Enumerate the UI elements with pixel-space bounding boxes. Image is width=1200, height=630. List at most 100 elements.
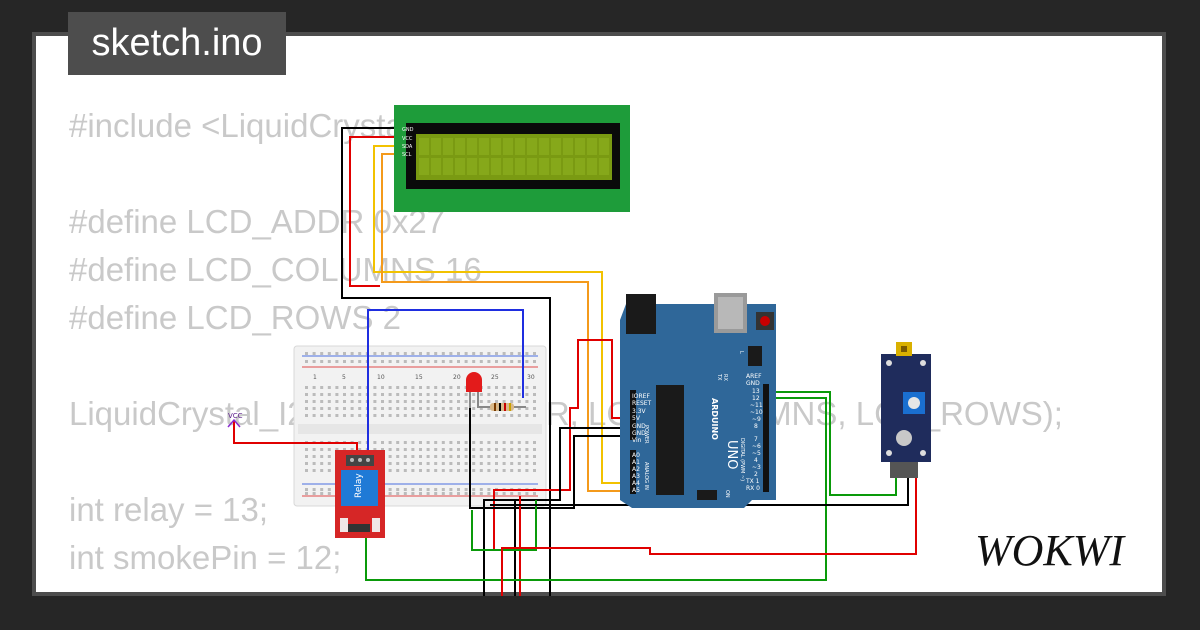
wire-black[interactable] — [483, 427, 630, 596]
breadboard-hole — [517, 400, 521, 403]
breadboard-hole — [343, 352, 346, 355]
breadboard-hole — [457, 455, 460, 458]
pin-a1: A1 — [632, 459, 640, 466]
vcc-symbol[interactable]: VCC — [227, 412, 243, 428]
breadboard-hole — [426, 492, 430, 495]
breadboard-hole — [487, 448, 491, 451]
breadboard-hole — [305, 360, 308, 363]
lcd-char-cell — [539, 138, 549, 155]
breadboard-hole — [312, 455, 316, 458]
arduino-uno[interactable]: IOREF RESET 3.3V 5V GND GND Vin A0 A1 A2… — [620, 293, 776, 508]
breadboard-hole — [441, 492, 445, 495]
wire-blue[interactable] — [367, 309, 524, 462]
breadboard-hole — [464, 455, 468, 458]
breadboard-hole — [388, 441, 392, 444]
breadboard-hole — [327, 400, 331, 403]
lcd-char-cell — [551, 138, 561, 155]
breadboard-hole — [487, 360, 491, 363]
breadboard-hole — [502, 448, 506, 451]
breadboard-hole — [312, 462, 316, 465]
breadboard-hole — [419, 455, 422, 458]
wire-black[interactable] — [469, 395, 630, 509]
wire-red[interactable] — [493, 339, 630, 550]
breadboard-hole — [525, 414, 529, 417]
breadboard[interactable]: 1 5 10 15 20 25 30 — [293, 345, 547, 507]
pin-gnd: GND — [632, 423, 646, 430]
breadboard-hole — [441, 386, 445, 389]
lcd-char-cell — [419, 138, 429, 155]
lcd-pin-gnd: GND — [402, 127, 414, 133]
breadboard-hole — [426, 393, 430, 396]
wire-green[interactable] — [365, 397, 827, 581]
breadboard-hole — [479, 352, 483, 355]
wire-green[interactable] — [471, 500, 537, 551]
breadboard-hole — [403, 414, 407, 417]
wire-green[interactable] — [774, 391, 897, 496]
breadboard-hole — [525, 448, 529, 451]
breadboard-hole — [388, 393, 392, 396]
breadboard-hole — [419, 469, 422, 472]
breadboard-hole — [464, 393, 468, 396]
breadboard-hole — [495, 441, 498, 444]
pin-tx: TX 1 — [745, 478, 760, 485]
red-led[interactable] — [466, 372, 482, 408]
breadboard-hole — [426, 469, 430, 472]
breadboard-hole — [525, 393, 529, 396]
wire-black[interactable] — [341, 127, 551, 596]
lcd-char-cell — [563, 138, 573, 155]
circuit-diagram: 1 5 10 15 20 25 30 — [227, 105, 931, 596]
breadboard-hole — [327, 462, 331, 465]
breadboard-hole — [434, 462, 438, 465]
digital-label: DIGITAL (PWM ~) — [739, 438, 745, 481]
breadboard-hole — [533, 469, 536, 472]
pin-ioref: IOREF — [632, 393, 650, 400]
breadboard-hole — [434, 441, 438, 444]
breadboard-hole — [411, 386, 415, 389]
breadboard-hole — [495, 386, 498, 389]
lcd-char-cell — [431, 158, 441, 175]
breadboard-hole — [479, 414, 483, 417]
breadboard-hole — [495, 492, 498, 495]
resistor[interactable] — [478, 403, 526, 411]
breadboard-hole — [472, 462, 476, 465]
lcd-char-cell — [575, 158, 585, 175]
wire-red[interactable] — [501, 478, 917, 596]
breadboard-hole — [525, 400, 529, 403]
lcd-display[interactable]: GND VCC SDA SCL — [394, 105, 630, 212]
lcd-character-cells — [419, 138, 609, 175]
breadboard-hole — [533, 448, 536, 451]
breadboard-hole — [457, 407, 460, 410]
lcd-char-cell — [443, 138, 453, 155]
breadboard-hole — [487, 414, 491, 417]
breadboard-hole — [533, 462, 536, 465]
breadboard-hole — [343, 393, 346, 396]
wire-red[interactable] — [349, 136, 398, 287]
breadboard-hole — [403, 455, 407, 458]
wire-orange[interactable] — [381, 153, 630, 492]
breadboard-hole — [403, 400, 407, 403]
arduino-brand: ARDUINO — [710, 398, 719, 440]
sketch-title: sketch.ino — [68, 12, 286, 75]
breadboard-hole — [472, 352, 476, 355]
breadboard-hole — [388, 360, 392, 363]
breadboard-hole — [327, 393, 331, 396]
breadboard-hole — [449, 400, 453, 403]
breadboard-hole — [533, 441, 536, 444]
breadboard-hole — [350, 386, 354, 389]
sensor-module[interactable] — [881, 342, 931, 478]
breadboard-hole — [533, 407, 536, 410]
breadboard-hole — [350, 400, 354, 403]
lcd-char-cell — [503, 138, 513, 155]
breadboard-hole — [305, 393, 308, 396]
relay-module[interactable]: Relay — [335, 450, 385, 538]
wire-yellow[interactable] — [373, 145, 630, 484]
breadboard-hole — [517, 414, 521, 417]
pin-13: 13 — [752, 388, 760, 395]
breadboard-hole — [343, 400, 346, 403]
breadboard-hole — [479, 448, 483, 451]
breadboard-hole — [464, 448, 468, 451]
breadboard-hole — [419, 352, 422, 355]
arduino-power-pin-labels: IOREF RESET 3.3V 5V GND GND Vin — [632, 393, 652, 444]
breadboard-hole — [350, 414, 354, 417]
breadboard-hole — [358, 386, 362, 389]
